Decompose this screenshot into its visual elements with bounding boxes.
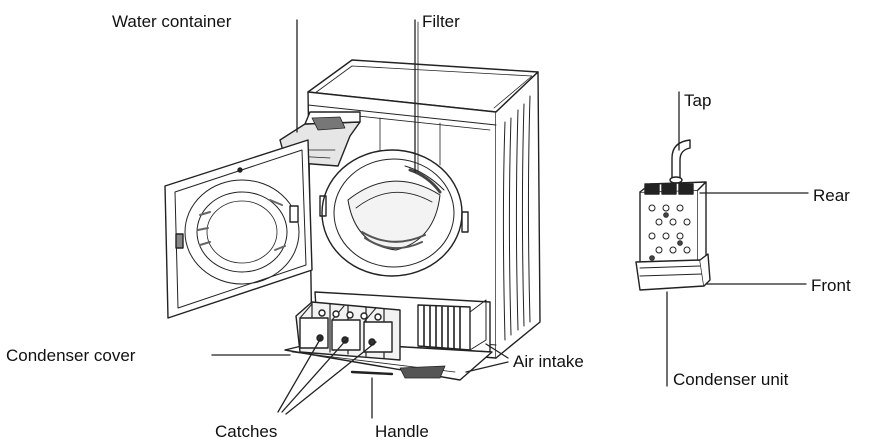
label-air-intake: Air intake: [513, 352, 584, 371]
label-front: Front: [811, 276, 851, 295]
lower-compartment: [284, 291, 493, 381]
label-condenser-unit: Condenser unit: [673, 370, 789, 389]
label-filter: Filter: [422, 12, 460, 31]
label-condenser-cover: Condenser cover: [6, 346, 136, 365]
drum-opening: [319, 149, 469, 277]
label-handle: Handle: [375, 422, 429, 441]
condenser-unit-illustration: [635, 139, 711, 291]
leader-lines: [211, 19, 809, 419]
label-rear: Rear: [813, 186, 850, 205]
label-catches: Catches: [215, 422, 278, 441]
open-door: [164, 139, 313, 319]
label-water-container: Water container: [112, 12, 232, 31]
label-tap: Tap: [684, 91, 712, 110]
